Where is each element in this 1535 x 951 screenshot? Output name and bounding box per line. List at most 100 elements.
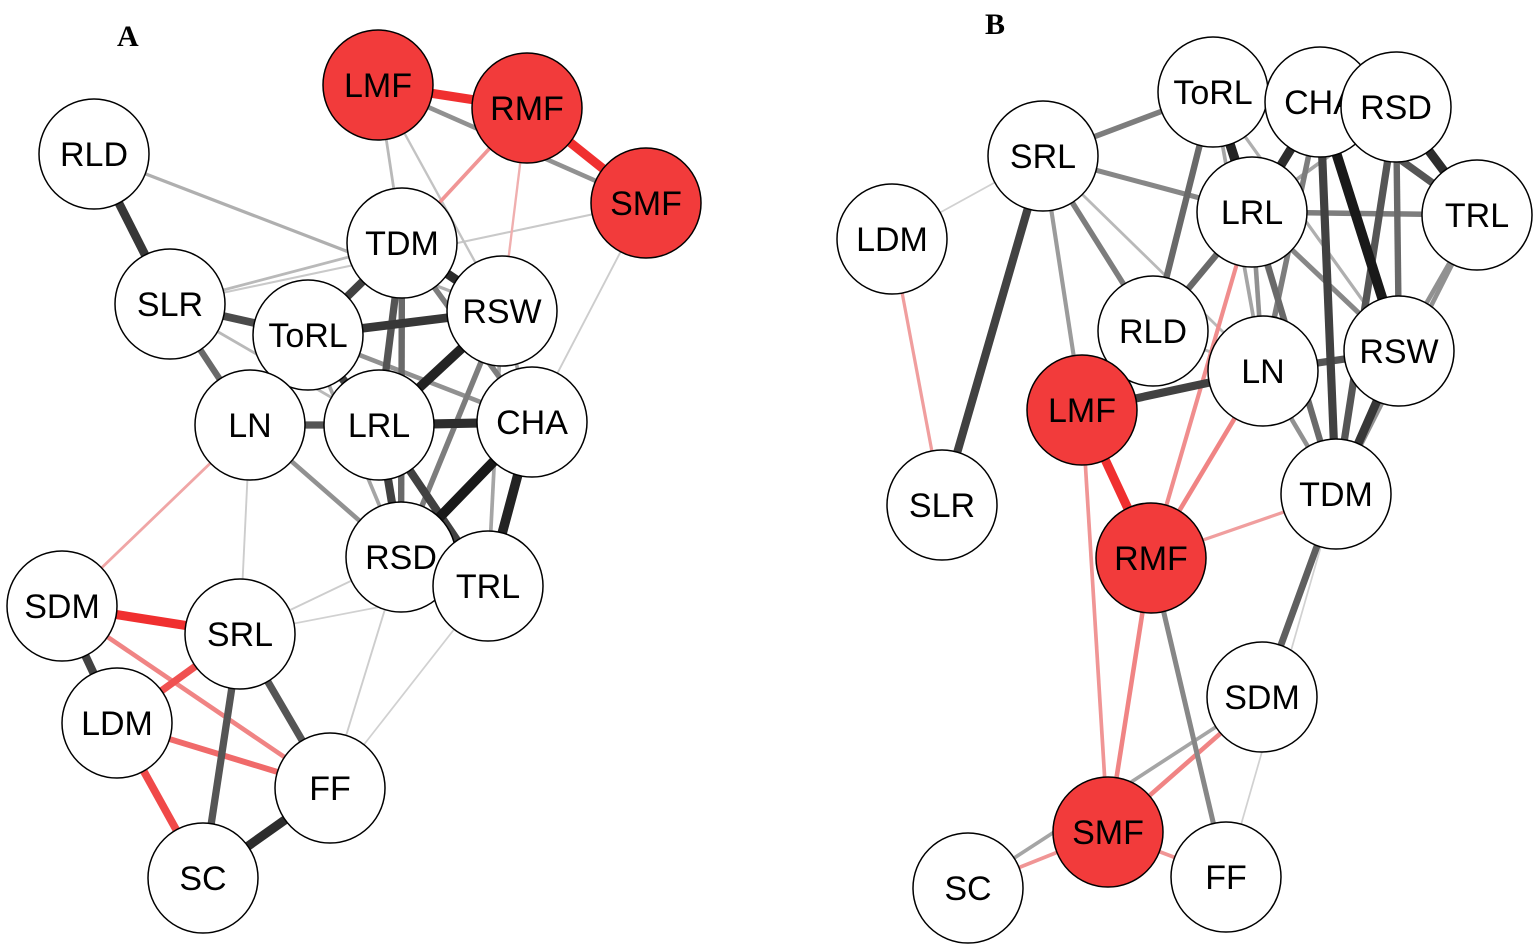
node-lrl: LRL: [323, 369, 435, 481]
node-label-torl: ToRL: [268, 317, 347, 355]
node-label-tdm: TDM: [365, 225, 439, 263]
node-lrl: LRL: [1196, 156, 1308, 268]
node-trl: TRL: [1421, 159, 1533, 271]
node-circle-sc: [912, 832, 1024, 944]
node-circle-rld: [1097, 275, 1209, 387]
node-label-ff: FF: [1205, 859, 1247, 897]
node-label-sdm: SDM: [1224, 679, 1300, 717]
node-tdm: TDM: [346, 187, 458, 299]
node-label-smf: SMF: [610, 185, 682, 223]
node-slr: SLR: [886, 449, 998, 561]
node-label-ldm: LDM: [81, 705, 153, 743]
node-label-ln: LN: [1241, 353, 1284, 391]
node-label-rsd: RSD: [365, 539, 437, 577]
node-slr: SLR: [114, 248, 226, 360]
node-tdm: TDM: [1280, 438, 1392, 550]
node-circle-ldm: [836, 183, 948, 295]
node-label-ldm: LDM: [856, 221, 928, 259]
node-label-ff: FF: [309, 770, 351, 808]
node-cha: CHA: [476, 366, 588, 478]
node-torl: ToRL: [1157, 36, 1269, 148]
node-rsw: RSW: [446, 255, 558, 367]
node-circle-srl: [987, 100, 1099, 212]
node-ff: FF: [1170, 821, 1282, 933]
panel-label-a: A: [117, 20, 139, 53]
node-circle-rsw: [1343, 295, 1455, 407]
node-circle-ln: [1207, 315, 1319, 427]
node-label-sc: SC: [179, 860, 226, 898]
node-label-rld: RLD: [1119, 313, 1187, 351]
node-label-cha: CHA: [496, 404, 568, 442]
node-circle-tdm: [1280, 438, 1392, 550]
node-label-trl: TRL: [1445, 197, 1509, 235]
node-circle-sc: [147, 822, 259, 934]
node-ldm: LDM: [61, 667, 173, 779]
node-ff: FF: [274, 732, 386, 844]
node-circle-srl: [184, 578, 296, 690]
edge-cha-tdm: [1315, 101, 1341, 495]
node-label-sc: SC: [944, 870, 991, 908]
node-label-lmf: LMF: [1048, 392, 1116, 430]
node-label-rmf: RMF: [1114, 540, 1188, 578]
node-circle-rld: [38, 98, 150, 210]
node-circle-torl: [252, 279, 364, 391]
node-srl: SRL: [184, 578, 296, 690]
node-label-torl: ToRL: [1173, 74, 1252, 112]
node-ln: LN: [194, 369, 306, 481]
node-label-lrl: LRL: [348, 407, 410, 445]
node-circle-rsd: [1340, 51, 1452, 163]
node-circle-lrl: [323, 369, 435, 481]
node-circle-ff: [1170, 821, 1282, 933]
node-circle-tdm: [346, 187, 458, 299]
node-label-rld: RLD: [60, 136, 128, 174]
node-rmf: RMF: [1095, 502, 1207, 614]
node-label-trl: TRL: [456, 568, 520, 606]
node-smf: SMF: [1052, 776, 1164, 888]
node-srl: SRL: [987, 100, 1099, 212]
node-circle-trl: [432, 530, 544, 642]
panel-label-b: B: [985, 8, 1005, 41]
node-circle-lmf: [322, 29, 434, 141]
node-ldm: LDM: [836, 183, 948, 295]
node-lmf: LMF: [322, 29, 434, 141]
node-label-rsd: RSD: [1360, 89, 1432, 127]
node-torl: ToRL: [252, 279, 364, 391]
node-circle-lrl: [1196, 156, 1308, 268]
edge-rsd-tdm: [1332, 106, 1400, 495]
node-circle-smf: [590, 147, 702, 259]
node-rsd: RSD: [345, 501, 457, 613]
node-rsw: RSW: [1343, 295, 1455, 407]
edge-lmf-smf: [1080, 409, 1110, 833]
node-label-srl: SRL: [207, 616, 273, 654]
node-lmf: LMF: [1026, 354, 1138, 466]
node-sdm: SDM: [6, 550, 118, 662]
node-circle-ln: [194, 369, 306, 481]
node-circle-sdm: [1206, 641, 1318, 753]
node-label-slr: SLR: [909, 487, 975, 525]
node-circle-rsw: [446, 255, 558, 367]
node-circle-sdm: [6, 550, 118, 662]
node-label-lrl: LRL: [1221, 194, 1283, 232]
node-rld: RLD: [1097, 275, 1209, 387]
node-label-rsw: RSW: [1359, 333, 1438, 371]
nodes-panel-a: LMF RMF SMF RLD TDM SLR ToRL RSW LN LRL CHA RSD TRL S…: [6, 29, 702, 934]
node-circle-trl: [1421, 159, 1533, 271]
edge-srl-slr: [938, 154, 1047, 507]
node-label-ln: LN: [228, 407, 271, 445]
node-rld: RLD: [38, 98, 150, 210]
node-label-srl: SRL: [1010, 138, 1076, 176]
node-ln: LN: [1207, 315, 1319, 427]
node-smf: SMF: [590, 147, 702, 259]
node-label-sdm: SDM: [24, 588, 100, 626]
node-circle-smf: [1052, 776, 1164, 888]
node-rmf: RMF: [471, 52, 583, 164]
node-label-smf: SMF: [1072, 814, 1144, 852]
node-label-lmf: LMF: [344, 67, 412, 105]
node-sc: SC: [912, 832, 1024, 944]
node-circle-cha: [476, 366, 588, 478]
node-trl: TRL: [432, 530, 544, 642]
node-circle-lmf: [1026, 354, 1138, 466]
